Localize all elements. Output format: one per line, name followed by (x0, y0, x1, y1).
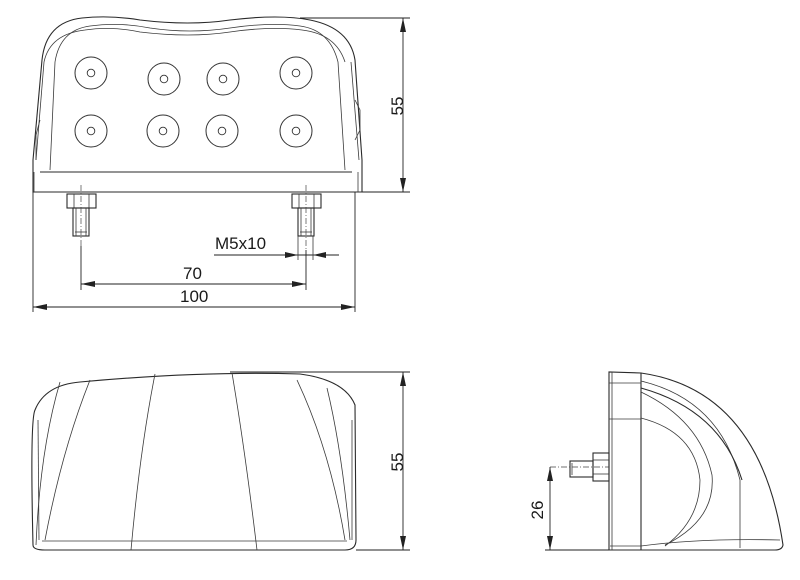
top-facet-1 (35, 381, 61, 546)
led-1-center (86, 68, 96, 78)
led-6-center (158, 126, 168, 136)
dim-thread (214, 236, 339, 260)
side-curve-4 (640, 391, 713, 546)
right-flange-line (350, 61, 360, 161)
front-base-sides (33, 172, 359, 192)
top-view-outline (31, 372, 357, 551)
right-flange-bump (354, 99, 361, 141)
side-stud-height-label: 26 (528, 500, 547, 520)
led-3-center (218, 74, 228, 84)
front-housing-inner (49, 24, 346, 171)
side-back-plate (608, 371, 642, 551)
led-4-center (291, 68, 301, 78)
led-2-center (159, 74, 169, 84)
side-stud (550, 452, 610, 482)
left-flange-line (35, 61, 45, 161)
top-left-edge (37, 419, 40, 541)
top-facet-6 (326, 387, 351, 541)
side-view (545, 371, 784, 551)
top-facet-4 (231, 372, 258, 551)
side-curve-3 (640, 387, 743, 481)
front-height-label: 55 (388, 96, 407, 116)
top-facet-2 (44, 379, 91, 541)
overall-width-label: 100 (180, 287, 209, 306)
stud-spacing-label: 70 (183, 264, 202, 283)
front-housing-inner2 (43, 28, 346, 63)
dim-stud-spacing (80, 246, 307, 290)
left-stud (66, 185, 97, 246)
thread-label: M5x10 (215, 234, 267, 253)
dim-overall-width (32, 192, 356, 312)
led-5-center (86, 126, 96, 136)
top-facet-5 (296, 379, 346, 541)
dim-front-height (300, 17, 410, 193)
side-curve-2 (640, 380, 741, 548)
left-flange-bump (35, 119, 41, 160)
right-stud (291, 185, 322, 250)
front-housing-outer (32, 16, 363, 193)
led-8-center (291, 126, 301, 136)
top-view (31, 371, 410, 551)
top-height-label: 55 (388, 452, 407, 472)
front-view (32, 16, 410, 312)
side-curve-5 (640, 417, 701, 547)
led-7-center (217, 126, 227, 136)
top-facet-3 (130, 373, 156, 551)
side-bottom-line (640, 539, 781, 547)
led-array (74, 56, 313, 148)
side-outer-curve (640, 372, 784, 551)
dim-top-height (230, 371, 410, 551)
dim-side-stud-height (545, 467, 609, 551)
